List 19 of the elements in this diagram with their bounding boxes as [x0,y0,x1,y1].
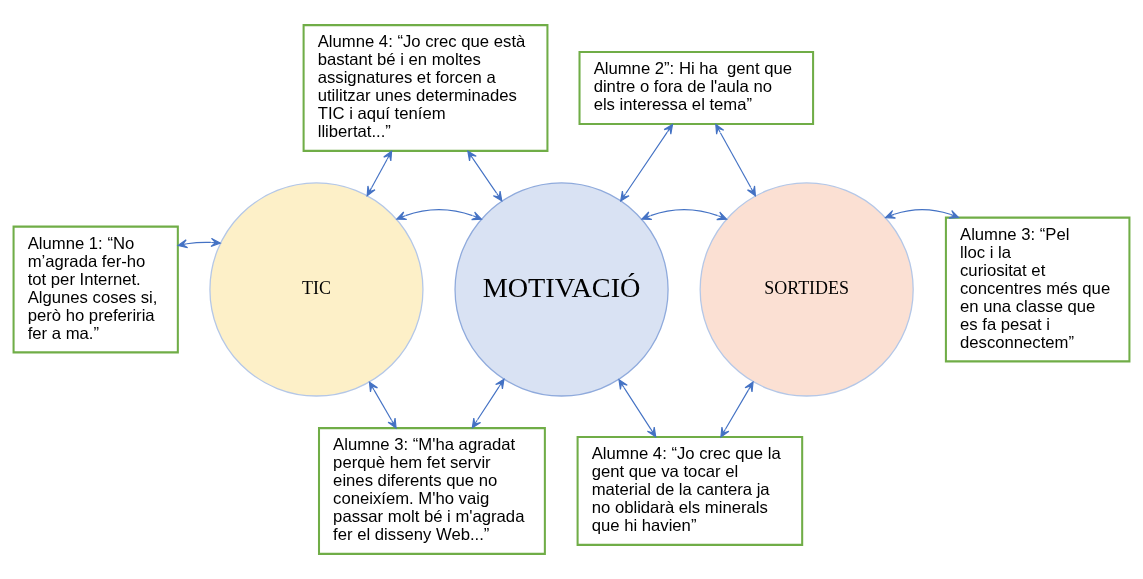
node-box: Alumne 4: “Jo crec que la gent que va tocar el material de la cantera ja no oblidarà els minerals que hi havien” [576,436,804,546]
node-box: Alumne 4: “Jo crec que està bastant bé i en moltes assignatures et forcen a utilitzar unes determinades TIC i aquí teníem llibertat...” [302,24,549,152]
node-circle: MOTIVACIÓ [454,182,669,397]
arrow [715,123,756,197]
node-box: Alumne 3: “Pel lloc i la curiositat et concentres més que en una classe que es fa pesat i desconnectem” [944,216,1131,363]
arrow [177,237,221,249]
arrow [467,150,503,202]
arrow [618,379,657,438]
arrow [366,150,393,197]
arrow [885,209,960,219]
arrow [396,209,483,221]
arrow [471,378,505,429]
arrow [641,209,728,221]
node-box: Alumne 2”: Hi ha gent que dintre o fora de l'aula no els interessa el tema” [578,51,815,125]
arrow [720,381,754,438]
arrow [368,381,397,429]
arrow [620,123,674,202]
node-box: Alumne 1: “No m’agrada fer-ho tot per Internet. Algunes coses si, però ho preferiria fer a ma.” [12,225,179,354]
node-box: Alumne 3: “M'ha agradat perquè hem fet servir eines diferents que no coneixíem. M'ho vaig passar molt bé i m'agrada fer el disseny Web...” [317,427,546,555]
